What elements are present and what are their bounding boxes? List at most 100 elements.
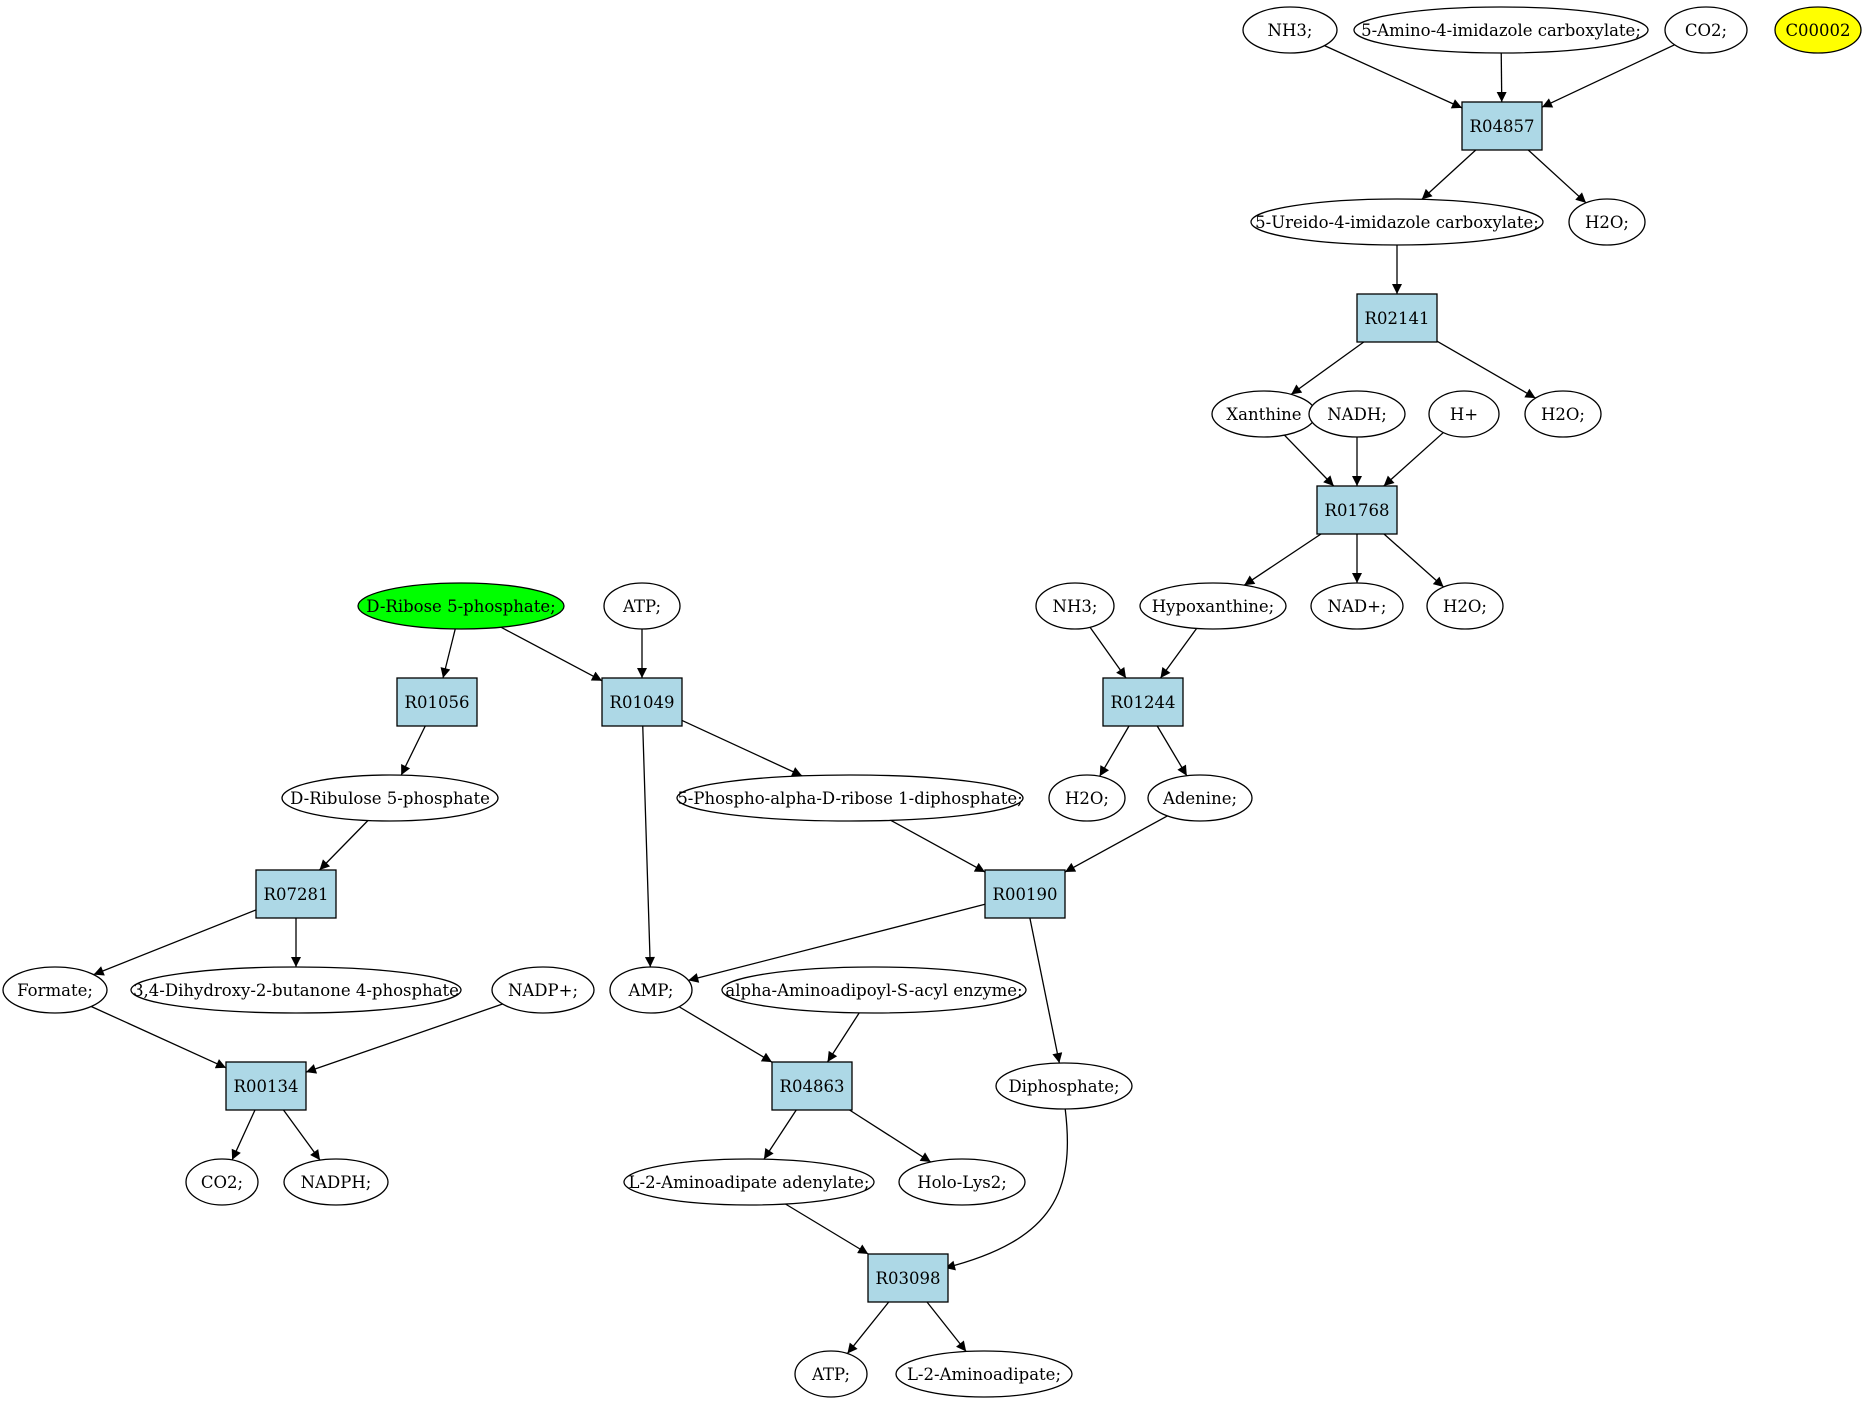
compound-node-h2o-1[interactable]: H2O; (1568, 198, 1646, 246)
node-label: R04857 (1470, 117, 1535, 136)
node-label: CO2; (1685, 21, 1727, 40)
reaction-box (1356, 293, 1438, 343)
reaction-node-r02141[interactable]: R02141 (1356, 293, 1438, 343)
reaction-node-r01056[interactable]: R01056 (396, 677, 478, 727)
compound-node-amp[interactable]: AMP; (609, 966, 693, 1014)
reaction-node-r01768[interactable]: R01768 (1316, 485, 1398, 535)
compound-ellipse (794, 1350, 868, 1398)
compound-node-nh3-mid[interactable]: NH3; (1035, 582, 1115, 630)
reaction-box (601, 677, 683, 727)
compound-ellipse (1147, 774, 1253, 822)
compound-node-hplus[interactable]: H+ (1428, 390, 1500, 438)
compound-node-ribose5p[interactable]: D-Ribose 5-phosphate; (357, 582, 565, 630)
node-label: H2O; (1585, 213, 1629, 232)
compound-node-nadplus[interactable]: NAD+; (1310, 582, 1404, 630)
edge-nh3-mid-to-r01244 (1089, 626, 1127, 679)
edge-r01768-to-h2o-3 (1383, 533, 1445, 588)
compound-node-co2-top[interactable]: CO2; (1664, 6, 1748, 54)
edge-r00134-to-nadph (282, 1109, 321, 1161)
reaction-box (396, 677, 478, 727)
edge-r01244-to-adenine (1156, 725, 1188, 777)
compound-ellipse (676, 774, 1024, 822)
node-label: ATP; (811, 1365, 850, 1384)
reaction-box (255, 869, 337, 919)
reaction-box (1461, 101, 1543, 151)
compound-ellipse (281, 774, 499, 822)
compound-ellipse (1774, 6, 1862, 54)
edge-nh3-top-to-r04857 (1324, 45, 1463, 109)
node-label: R01244 (1111, 693, 1176, 712)
node-label: AMP; (628, 981, 674, 1000)
edge-r00190-to-amp (688, 903, 986, 983)
edge-r00134-to-co2-bot (231, 1109, 256, 1161)
reaction-node-r04863[interactable]: R04863 (771, 1061, 853, 1111)
edge-prpp-to-r00190 (890, 819, 986, 873)
reaction-node-r00134[interactable]: R00134 (225, 1061, 307, 1111)
compound-node-nadpplus[interactable]: NADP+; (491, 966, 595, 1014)
edge-nadpplus-to-r00134 (305, 1003, 503, 1074)
compound-node-atp-top[interactable]: ATP; (603, 582, 681, 630)
compound-ellipse (1524, 390, 1602, 438)
compound-node-hololys2[interactable]: Holo-Lys2; (898, 1158, 1026, 1206)
compound-ellipse (721, 966, 1027, 1014)
reaction-box (1316, 485, 1398, 535)
compound-ellipse (1310, 582, 1404, 630)
compound-node-ureido[interactable]: 5-Ureido-4-imidazole carboxylate; (1250, 198, 1544, 246)
reaction-node-r03098[interactable]: R03098 (867, 1253, 949, 1303)
compound-node-co2-bot[interactable]: CO2; (185, 1158, 259, 1206)
edge-r02141-to-xanthine (1290, 341, 1365, 395)
compound-node-l2aa-adenylate[interactable]: L-2-Aminoadipate adenylate; (623, 1158, 875, 1206)
node-label: Hypoxanthine; (1152, 597, 1274, 616)
compound-ellipse (1353, 6, 1649, 54)
compound-ellipse (1242, 6, 1338, 54)
edge-r04863-to-hololys2 (849, 1109, 932, 1163)
compound-node-aasacyl[interactable]: alpha-Aminoadipoyl-S-acyl enzyme; (721, 966, 1027, 1014)
compound-node-c00002[interactable]: C00002 (1774, 6, 1862, 54)
edge-formate-to-r00134 (90, 1005, 227, 1069)
reaction-box (225, 1061, 307, 1111)
compound-ellipse (623, 1158, 875, 1206)
edge-hypoxanthine-to-r01244 (1159, 628, 1198, 679)
node-label: R01056 (405, 693, 470, 712)
compound-node-nadh[interactable]: NADH; (1308, 390, 1406, 438)
compound-node-xanthine[interactable]: Xanthine (1211, 390, 1317, 438)
compound-ellipse (1428, 390, 1500, 438)
compound-node-h2o-3[interactable]: H2O; (1426, 582, 1504, 630)
compound-node-hypoxanthine[interactable]: Hypoxanthine; (1139, 582, 1287, 630)
compound-ellipse (1308, 390, 1406, 438)
node-label: R01049 (610, 693, 675, 712)
node-label: R07281 (264, 885, 329, 904)
edge-r03098-to-l2aa (926, 1301, 967, 1352)
edges-layer (90, 44, 1675, 1354)
compound-node-diphosphate[interactable]: Diphosphate; (995, 1062, 1133, 1110)
node-label: 5-Phospho-alpha-D-ribose 1-diphosphate; (677, 789, 1022, 808)
compound-node-aica[interactable]: 5-Amino-4-imidazole carboxylate; (1353, 6, 1649, 54)
compound-node-adenine[interactable]: Adenine; (1147, 774, 1253, 822)
reaction-box (867, 1253, 949, 1303)
node-label: R04863 (780, 1077, 845, 1096)
reaction-node-r00190[interactable]: R00190 (984, 869, 1066, 919)
reaction-node-r04857[interactable]: R04857 (1461, 101, 1543, 151)
compound-ellipse (1426, 582, 1504, 630)
compound-node-nh3-top[interactable]: NH3; (1242, 6, 1338, 54)
edge-r07281-to-formate (93, 909, 257, 976)
compound-node-h2o-2[interactable]: H2O; (1524, 390, 1602, 438)
compound-node-formate[interactable]: Formate; (2, 966, 108, 1014)
compound-node-atp-bot[interactable]: ATP; (794, 1350, 868, 1398)
compound-node-prpp[interactable]: 5-Phospho-alpha-D-ribose 1-diphosphate; (676, 774, 1024, 822)
node-label: NADH; (1327, 405, 1387, 424)
node-label: NAD+; (1328, 597, 1387, 616)
reaction-box (984, 869, 1066, 919)
compound-node-h2o-4[interactable]: H2O; (1048, 774, 1126, 822)
compound-node-dhbp[interactable]: 3,4-Dihydroxy-2-butanone 4-phosphate (130, 966, 462, 1014)
compound-ellipse (898, 1158, 1026, 1206)
compound-node-nadph[interactable]: NADPH; (283, 1158, 389, 1206)
compound-ellipse (185, 1158, 259, 1206)
node-label: NH3; (1053, 597, 1098, 616)
reaction-node-r01049[interactable]: R01049 (601, 677, 683, 727)
reaction-node-r01244[interactable]: R01244 (1102, 677, 1184, 727)
node-label: C00002 (1785, 21, 1850, 40)
reaction-node-r07281[interactable]: R07281 (255, 869, 337, 919)
compound-node-l2aa[interactable]: L-2-Aminoadipate; (895, 1350, 1073, 1398)
compound-node-ribulose5p[interactable]: D-Ribulose 5-phosphate (281, 774, 499, 822)
